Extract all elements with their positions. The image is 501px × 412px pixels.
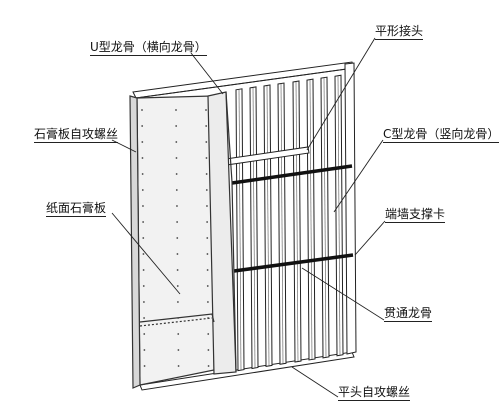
screw-dot: [143, 301, 145, 303]
board-screws: [141, 109, 210, 367]
screw-dot: [207, 317, 209, 319]
screw-dot: [205, 141, 208, 143]
screw-dot: [175, 141, 178, 143]
screw-dot: [206, 285, 209, 287]
screw-dot: [142, 237, 145, 239]
screw-dot: [176, 285, 179, 287]
label-pan-screw: 平头自攻螺丝: [338, 385, 411, 401]
screw-dot: [142, 221, 145, 223]
screw-dot: [177, 365, 180, 367]
screw-dot: [143, 317, 145, 319]
screw-dot: [141, 109, 143, 111]
leader-through-channel: [301, 267, 385, 321]
c-stud-flange: [337, 76, 341, 355]
screw-dot: [205, 157, 208, 159]
screw-dot: [207, 349, 210, 351]
through-channel-upper: [231, 164, 353, 185]
screw-dot: [207, 365, 210, 367]
screw-dot: [141, 125, 144, 127]
screw-dot: [205, 189, 208, 191]
screw-dot: [175, 173, 178, 175]
screw-dot: [176, 269, 179, 271]
board-edge: [129, 95, 141, 389]
gypsum-boards: [129, 91, 237, 389]
screw-dot: [205, 125, 208, 127]
screw-dot: [177, 317, 179, 319]
screw-dot: [175, 109, 177, 111]
screw-dot: [176, 237, 179, 239]
c-stud-flange: [309, 80, 313, 359]
label-through-channel: 贯通龙骨: [384, 306, 433, 322]
label-board-screw: 石膏板自攻螺丝: [34, 127, 119, 143]
leader-pan-screw: [291, 366, 339, 398]
through-channels: [231, 164, 354, 273]
leader-lines: [111, 37, 386, 398]
screw-dot: [177, 301, 179, 303]
c-stud-flange: [252, 87, 256, 368]
screw-dot: [143, 349, 146, 351]
screw-dot: [177, 349, 180, 351]
screw-dot: [206, 269, 209, 271]
screw-dot: [175, 125, 178, 127]
c-stud-flange: [280, 84, 284, 364]
c-stud-flange: [323, 78, 327, 357]
label-end-brace: 端墙支撑卡: [385, 207, 446, 223]
screw-dot: [141, 141, 144, 143]
screw-dot: [207, 301, 209, 303]
leader-end-brace: [354, 220, 386, 256]
screw-dot: [206, 237, 209, 239]
leader-c-stud: [333, 139, 384, 213]
screw-dot: [141, 189, 144, 191]
screw-dot: [142, 269, 145, 271]
screw-dot: [143, 333, 146, 335]
leader-paper-board: [111, 212, 181, 295]
screw-dot: [142, 253, 145, 255]
label-flat-joint: 平形接头: [375, 24, 424, 40]
screw-dot: [141, 157, 144, 159]
screw-dot: [206, 205, 208, 207]
screw-dot: [206, 221, 209, 223]
screw-dot: [175, 157, 178, 159]
label-paper-board: 纸面石膏板: [46, 201, 107, 217]
c-stud-flange: [238, 89, 242, 370]
screw-dot: [205, 109, 207, 111]
screw-dot: [141, 173, 144, 175]
leader-u-track: [190, 52, 224, 95]
screw-dot: [206, 253, 209, 255]
screw-dot: [177, 333, 180, 335]
screw-dot: [205, 173, 208, 175]
screw-dot: [176, 205, 178, 207]
label-u-track: U型龙骨（横向龙骨）: [90, 40, 207, 56]
screw-dot: [142, 285, 145, 287]
label-c-stud: C型龙骨（竖向龙骨）: [383, 127, 500, 143]
screw-dot: [142, 205, 144, 207]
gypsum-board-front: [136, 95, 215, 386]
c-stud-flange: [266, 85, 270, 366]
c-stud-flange: [295, 81, 299, 362]
screw-dot: [175, 189, 178, 191]
screw-dot: [207, 333, 210, 335]
screw-dot: [176, 221, 179, 223]
through-channel-lower: [233, 253, 354, 273]
right-end-stud: [344, 62, 357, 355]
leader-flat-joint: [306, 37, 376, 151]
screw-dot: [143, 365, 146, 367]
c-studs: [235, 74, 344, 372]
screw-dot: [176, 253, 179, 255]
